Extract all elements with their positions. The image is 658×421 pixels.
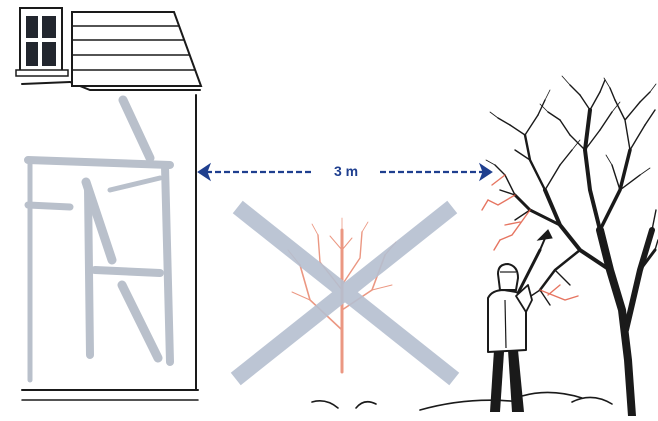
distance-label: 3 m: [318, 162, 374, 180]
window-icon: [16, 8, 68, 76]
house: [16, 8, 201, 400]
cut-branches-highlight: [482, 175, 578, 300]
tree-icon: [482, 76, 658, 416]
person-icon: [488, 230, 552, 412]
cross-icon: [242, 212, 448, 374]
roof: [72, 12, 201, 86]
timber-frame: [28, 100, 170, 380]
ground: [312, 392, 612, 410]
